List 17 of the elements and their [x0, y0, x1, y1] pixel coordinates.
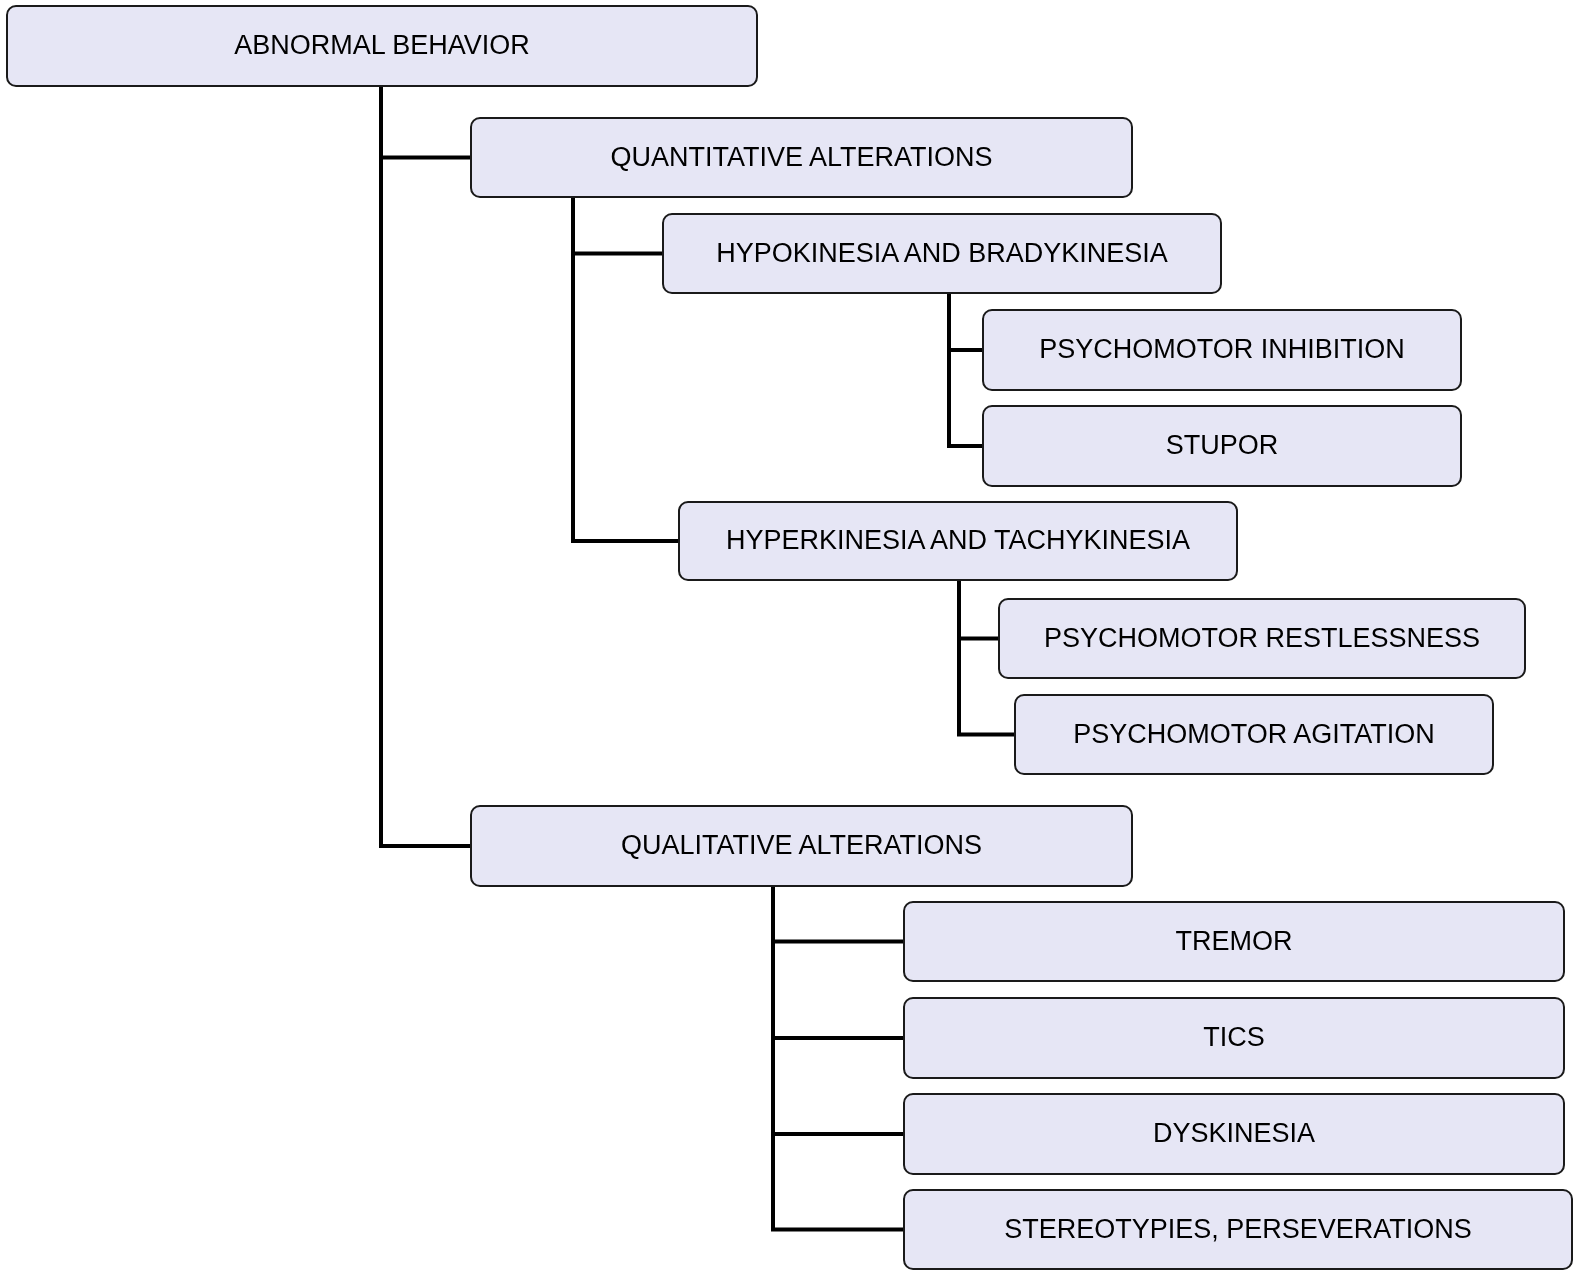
category-box: QUANTITATIVE ALTERATIONS [470, 117, 1133, 198]
category-box: QUALITATIVE ALTERATIONS [470, 805, 1133, 887]
connector-line [571, 198, 678, 543]
category-box: DYSKINESIA [903, 1093, 1565, 1175]
category-box: ABNORMAL BEHAVIOR [6, 5, 758, 87]
category-box: STEREOTYPIES, PERSEVERATIONS [903, 1189, 1573, 1270]
connector-line [947, 294, 982, 448]
category-box: HYPERKINESIA AND TACHYKINESIA [678, 501, 1238, 581]
category-box: TREMOR [903, 901, 1565, 982]
connector-line [957, 581, 1014, 737]
category-box: PSYCHOMOTOR AGITATION [1014, 694, 1494, 775]
category-box: PSYCHOMOTOR INHIBITION [982, 309, 1462, 391]
category-box: PSYCHOMOTOR RESTLESSNESS [998, 598, 1526, 679]
category-box: HYPOKINESIA AND BRADYKINESIA [662, 213, 1222, 294]
category-box: STUPOR [982, 405, 1462, 487]
category-box: TICS [903, 997, 1565, 1079]
connector-line [771, 887, 903, 1232]
